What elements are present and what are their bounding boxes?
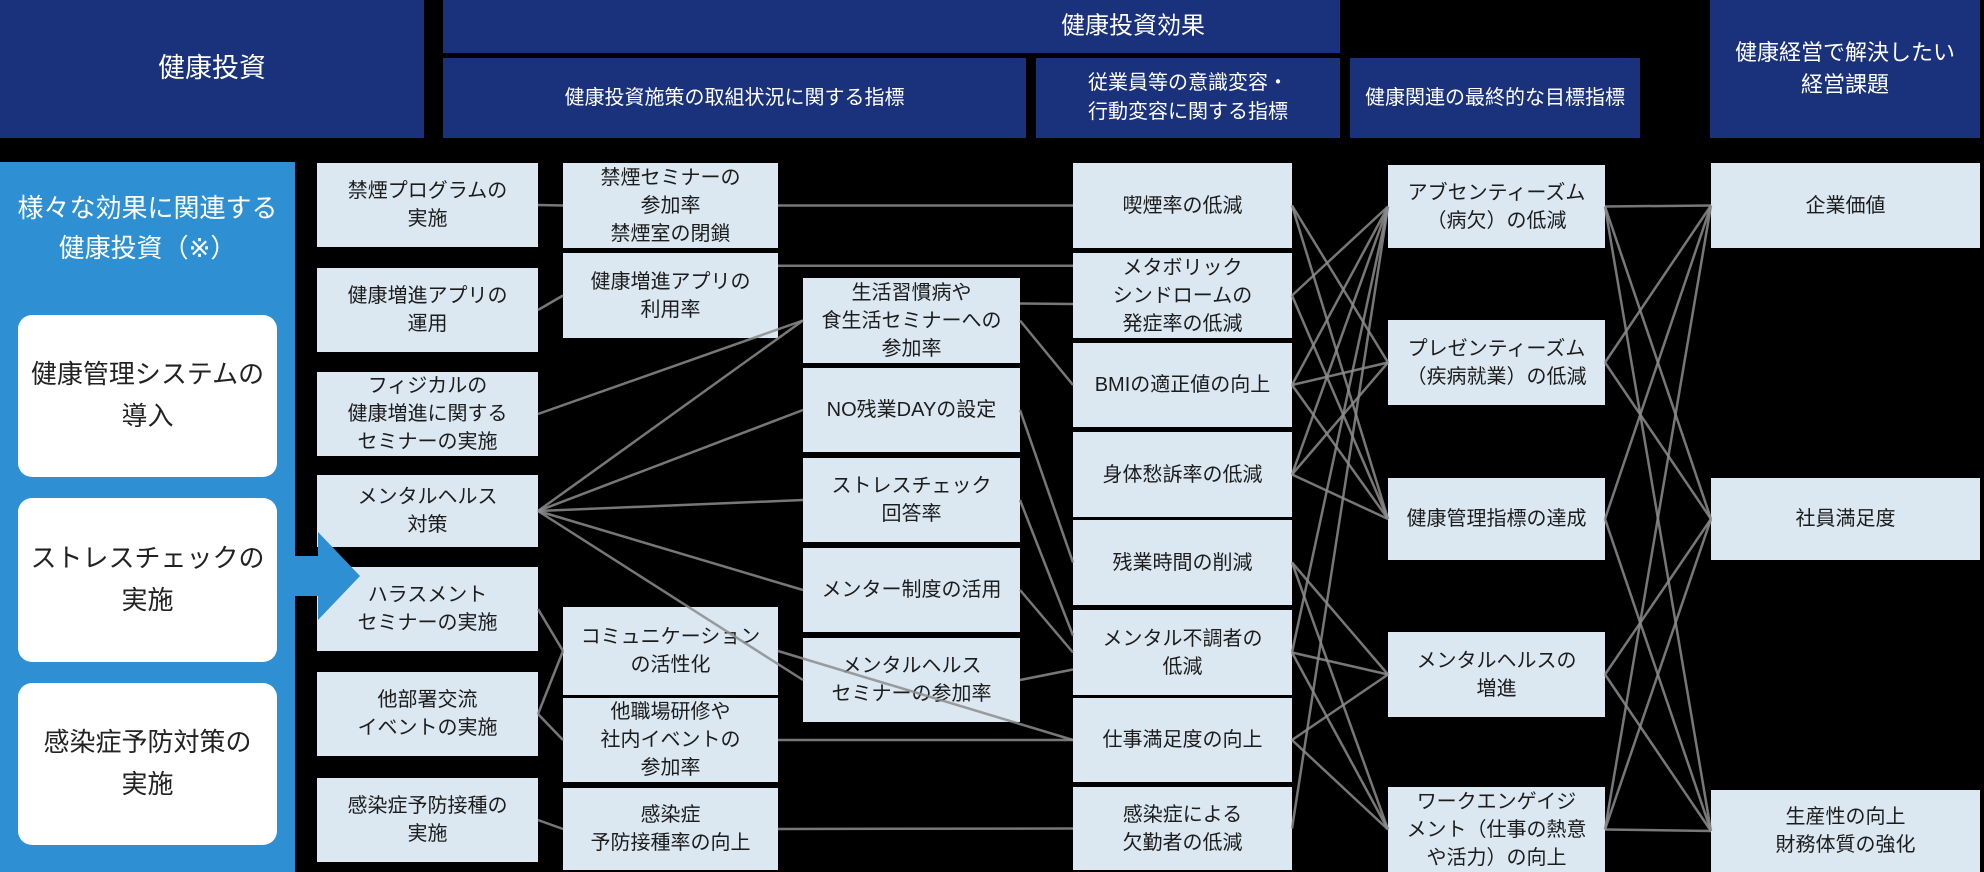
connector-c6d-c7c xyxy=(1603,673,1713,832)
connector-c5g-c6e xyxy=(1291,739,1389,831)
connector-c5g-c6d xyxy=(1291,673,1389,742)
node-c4c: ストレスチェック 回答率 xyxy=(803,458,1020,542)
connector-c5h-c6a xyxy=(1290,206,1390,829)
node-c2b: 健康増進アプリの 運用 xyxy=(317,268,538,352)
connector-c6a-c7b xyxy=(1603,206,1713,520)
connector-c6a-c7a xyxy=(1604,204,1712,208)
node-c7b: 社員満足度 xyxy=(1711,478,1980,560)
connector-c2a-c3a xyxy=(537,203,564,207)
node-c3e: 感染症 予防接種率の向上 xyxy=(563,788,778,870)
connector-c5d-c6b xyxy=(1291,361,1389,476)
connector-c5c-c6c xyxy=(1290,384,1390,520)
node-c4d: メンター制度の活用 xyxy=(803,548,1020,632)
node-c3a: 禁煙セミナーの 参加率 禁煙室の閉鎖 xyxy=(563,163,778,248)
node-c2f: 他部署交流 イベントの実施 xyxy=(317,672,538,756)
node-c5d: 身体愁訴率の低減 xyxy=(1073,432,1292,517)
connector-c4d-c5f xyxy=(1019,589,1074,654)
connector-c5e-c6e xyxy=(1290,562,1390,830)
connector-c6b-c7b xyxy=(1603,361,1713,520)
node-c3c: コミュニケーション の活性化 xyxy=(563,607,778,695)
node-c5e: 残業時間の削減 xyxy=(1073,520,1292,605)
node-c6d: メンタルヘルスの 増進 xyxy=(1388,632,1605,717)
node-c4e: メンタルヘルス セミナーの参加率 xyxy=(803,638,1020,722)
connector-c5c-c6a xyxy=(1290,205,1390,386)
connector-c5e-c6d xyxy=(1291,561,1389,676)
connector-c6c-c7a xyxy=(1603,205,1713,520)
node-c6c: 健康管理指標の達成 xyxy=(1388,478,1605,560)
connector-c3e-c5h xyxy=(777,827,1074,831)
header-health-investment-effect-label: 健康投資効果 xyxy=(1061,12,1205,40)
connector-c5f-c6a xyxy=(1290,206,1390,653)
connector-c5b-c6a xyxy=(1291,205,1389,297)
header-health-investment-effect: 健康投資効果 xyxy=(443,0,1340,53)
connector-c5d-c6a xyxy=(1290,206,1390,475)
header-final-health-target-indicators: 健康関連の最終的な目標指標 xyxy=(1350,58,1640,138)
connector-c6b-c7a xyxy=(1603,204,1713,364)
node-c5g: 仕事満足度の向上 xyxy=(1073,698,1292,782)
connector-c6d-c7b xyxy=(1603,518,1713,676)
connector-c2d-c4b xyxy=(537,408,804,513)
connector-c5a-c6b xyxy=(1290,204,1390,364)
connector-c5c-c6b xyxy=(1291,361,1389,387)
node-c3d: 他職場研修や 社内イベントの 参加率 xyxy=(563,698,778,782)
node-c2e: ハラスメント セミナーの実施 xyxy=(317,567,538,651)
node-c2c: フィジカルの 健康増進に関する セミナーの実施 xyxy=(317,372,538,456)
connector-c4a-c5c xyxy=(1019,319,1074,386)
node-c7a: 企業価値 xyxy=(1711,163,1980,248)
connector-c5a-c6c xyxy=(1290,205,1390,520)
node-c5a: 喫煙率の低減 xyxy=(1073,163,1292,248)
node-c5f: メンタル不調者の 低減 xyxy=(1073,610,1292,695)
connector-c2f-c3c xyxy=(536,650,565,715)
connector-c6a-c7c xyxy=(1603,206,1713,832)
connector-c6e-c7c xyxy=(1604,828,1712,833)
connector-c5f-c6d xyxy=(1291,651,1389,676)
node-w2: ストレスチェックの 実施 xyxy=(18,498,277,662)
node-c2d: メンタルヘルス 対策 xyxy=(317,475,538,547)
related-investments-panel-title: 様々な効果に関連する 健康投資（※） xyxy=(17,193,278,264)
connector-c5d-c6c xyxy=(1291,473,1389,521)
node-w1: 健康管理システムの 導入 xyxy=(18,315,277,477)
node-c4a: 生活習慣病や 食生活セミナーへの 参加率 xyxy=(803,278,1020,363)
connector-c2f-c3d xyxy=(537,713,564,741)
node-c6a: アブセンティーズム （病欠）の低減 xyxy=(1388,165,1605,248)
node-c7c: 生産性の向上 財務体質の強化 xyxy=(1711,790,1980,872)
header-initiative-status-indicators: 健康投資施策の取組状況に関する指標 xyxy=(443,58,1026,138)
header-awareness-behavior-indicators: 従業員等の意識変容・ 行動変容に関する指標 xyxy=(1036,58,1340,138)
node-w3: 感染症予防対策の 実施 xyxy=(18,683,277,845)
connector-c2b-c3b xyxy=(537,294,564,312)
header-management-challenges: 健康経営で解決したい 経営課題 xyxy=(1710,0,1980,138)
node-c5b: メタボリック シンドロームの 発症率の低減 xyxy=(1073,253,1292,338)
connector-c5b-c6c xyxy=(1290,295,1390,520)
node-c2a: 禁煙プログラムの 実施 xyxy=(317,163,538,247)
connector-c2d-c4d xyxy=(537,509,804,592)
connector-c4b-c5e xyxy=(1018,409,1075,563)
connector-c2d-c4c xyxy=(537,498,804,513)
connector-c4a-c5b xyxy=(1019,302,1074,306)
node-c3b: 健康増進アプリの 利用率 xyxy=(563,253,778,338)
node-c5c: BMIの適正値の向上 xyxy=(1073,343,1292,427)
connector-c4c-c5f xyxy=(1018,499,1075,636)
node-c6e: ワークエンゲイジ メント（仕事の熱意 や活力）の向上 xyxy=(1388,787,1605,872)
connector-c6e-c7b xyxy=(1603,518,1713,830)
connector-c6e-c7a xyxy=(1603,205,1713,830)
connector-c6c-c7c xyxy=(1603,518,1713,832)
node-c4b: NO残業DAYの設定 xyxy=(803,368,1020,452)
connector-c2d-c4a xyxy=(537,319,804,513)
node-c2g: 感染症予防接種の 実施 xyxy=(317,778,538,862)
node-c6b: プレゼンティーズム （疾病就業）の低減 xyxy=(1388,320,1605,405)
node-c5h: 感染症による 欠勤者の低減 xyxy=(1073,787,1292,870)
connector-c5f-c6e xyxy=(1290,651,1390,831)
connector-c2e-c3c xyxy=(536,608,565,652)
connector-c2g-c3e xyxy=(537,818,564,831)
connector-c4e-c5f xyxy=(1019,668,1074,682)
header-health-investment: 健康投資 xyxy=(0,0,424,138)
